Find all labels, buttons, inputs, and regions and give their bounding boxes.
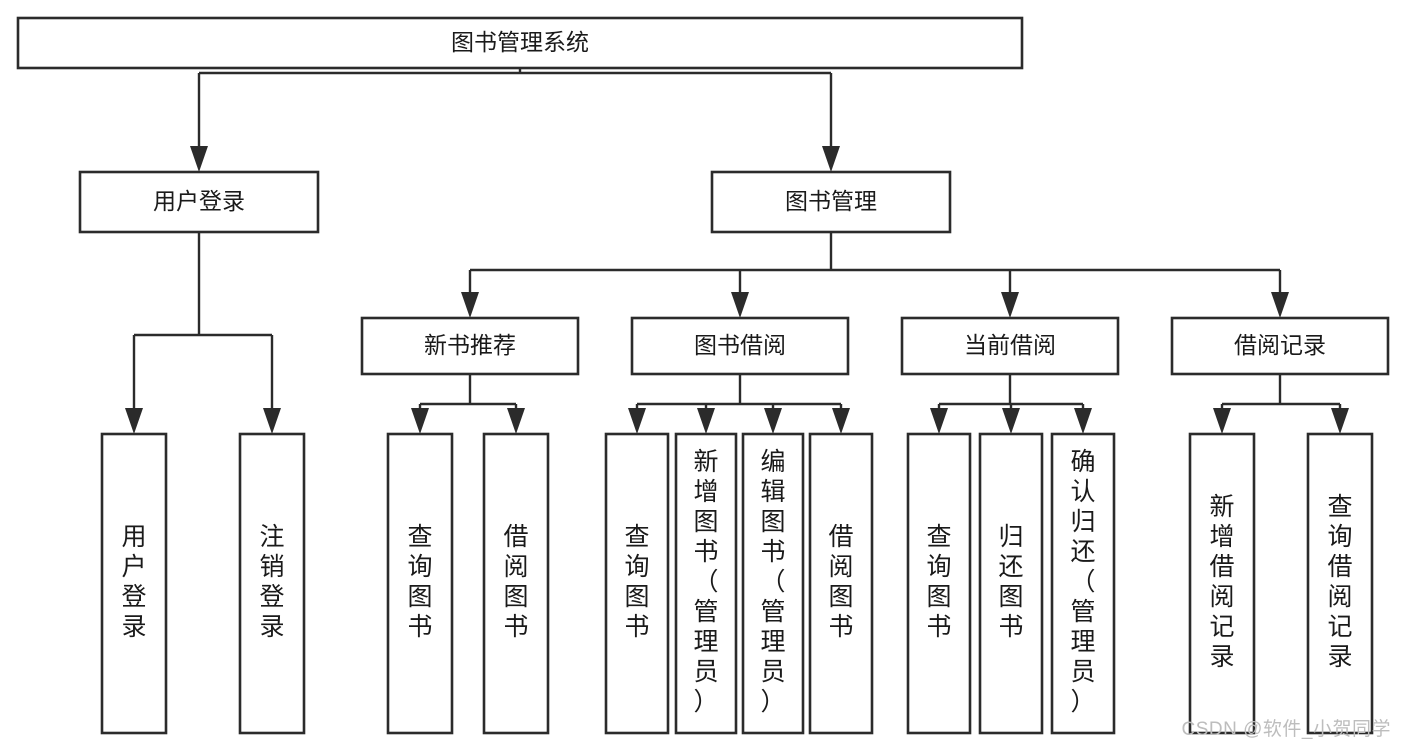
node-label-leaf-return-book: 归还图书 (998, 523, 1023, 641)
node-label-leaf-add-borrow-record: 新增借阅记录 (1209, 493, 1234, 671)
node-label-leaf-confirm-return-admin: 确认归还（管理员） (1070, 448, 1095, 716)
node-label-book-borrow: 图书借阅 (694, 332, 786, 358)
node-leaf-borrow-book[interactable]: 借阅图书 (808, 432, 874, 735)
node-leaf-query-borrow-record[interactable]: 查询借阅记录 (1306, 432, 1374, 735)
node-leaf-borrow-book-rec[interactable]: 借阅图书 (482, 432, 550, 735)
node-box-leaf-edit-book-admin[interactable] (741, 432, 805, 735)
node-leaf-query-book-rec[interactable]: 查询图书 (386, 432, 454, 735)
node-book-manage[interactable]: 图书管理 (710, 170, 952, 234)
arrow-head-current-borrow (1001, 292, 1019, 318)
arrow-head-leaf-add-book-admin (697, 408, 715, 434)
node-box-leaf-borrow-book[interactable] (808, 432, 874, 735)
arrow-head-leaf-query-book-cur (930, 408, 948, 434)
node-leaf-query-book-borrow[interactable]: 查询图书 (604, 432, 670, 735)
node-leaf-edit-book-admin[interactable]: 编辑图书（管理员） (741, 432, 805, 735)
node-box-current-borrow[interactable] (900, 316, 1120, 376)
node-box-book-manage[interactable] (710, 170, 952, 234)
node-layer: 图书管理系统用户登录图书管理新书推荐图书借阅当前借阅借阅记录用户登录注销登录查询… (16, 16, 1390, 735)
node-box-leaf-query-borrow-record[interactable] (1306, 432, 1374, 735)
node-label-current-borrow: 当前借阅 (964, 332, 1056, 358)
node-label-leaf-add-book-admin: 新增图书（管理员） (693, 448, 718, 716)
node-label-leaf-query-book-cur: 查询图书 (926, 523, 951, 641)
node-label-book-manage: 图书管理 (785, 188, 877, 214)
node-box-leaf-confirm-return-admin[interactable] (1050, 432, 1116, 735)
node-box-user-login[interactable] (78, 170, 320, 234)
node-label-leaf-query-borrow-record: 查询借阅记录 (1327, 493, 1352, 671)
node-borrow-record[interactable]: 借阅记录 (1170, 316, 1390, 376)
node-label-leaf-query-book-rec: 查询图书 (407, 523, 432, 641)
connector-layer (125, 68, 1349, 434)
node-book-borrow[interactable]: 图书借阅 (630, 316, 850, 376)
node-label-leaf-borrow-book: 借阅图书 (828, 523, 853, 641)
node-box-leaf-query-book-borrow[interactable] (604, 432, 670, 735)
node-box-leaf-add-book-admin[interactable] (674, 432, 738, 735)
node-box-leaf-query-book-rec[interactable] (386, 432, 454, 735)
arrow-head-borrow-record (1271, 292, 1289, 318)
arrow-head-leaf-confirm-return-admin (1074, 408, 1092, 434)
arrow-head-book-borrow (731, 292, 749, 318)
arrow-head-leaf-return-book (1002, 408, 1020, 434)
arrow-head-leaf-query-book-borrow (628, 408, 646, 434)
node-box-leaf-user-login[interactable] (100, 432, 168, 735)
node-box-new-book-recommend[interactable] (360, 316, 580, 376)
arrow-head-leaf-logout (263, 408, 281, 434)
arrow-head-leaf-query-book-rec (411, 408, 429, 434)
arrow-head-book-manage (822, 146, 840, 172)
node-box-leaf-logout[interactable] (238, 432, 306, 735)
node-leaf-return-book[interactable]: 归还图书 (978, 432, 1044, 735)
node-box-borrow-record[interactable] (1170, 316, 1390, 376)
node-box-book-borrow[interactable] (630, 316, 850, 376)
node-user-login[interactable]: 用户登录 (78, 170, 320, 234)
arrow-head-leaf-borrow-book-rec (507, 408, 525, 434)
node-label-leaf-query-book-borrow: 查询图书 (624, 523, 649, 641)
node-label-user-login: 用户登录 (153, 188, 245, 214)
node-box-leaf-borrow-book-rec[interactable] (482, 432, 550, 735)
arrow-head-leaf-borrow-book (832, 408, 850, 434)
arrow-head-new-book-recommend (461, 292, 479, 318)
node-label-leaf-edit-book-admin: 编辑图书（管理员） (760, 448, 785, 716)
node-label-leaf-user-login: 用户登录 (121, 523, 146, 641)
arrow-head-user-login (190, 146, 208, 172)
node-leaf-logout[interactable]: 注销登录 (238, 432, 306, 735)
node-leaf-query-book-cur[interactable]: 查询图书 (906, 432, 972, 735)
node-label-borrow-record: 借阅记录 (1234, 332, 1326, 358)
node-box-leaf-query-book-cur[interactable] (906, 432, 972, 735)
arrow-head-leaf-query-borrow-record (1331, 408, 1349, 434)
node-leaf-add-borrow-record[interactable]: 新增借阅记录 (1188, 432, 1256, 735)
arrow-head-leaf-add-borrow-record (1213, 408, 1231, 434)
node-label-new-book-recommend: 新书推荐 (424, 332, 516, 358)
node-leaf-confirm-return-admin[interactable]: 确认归还（管理员） (1050, 432, 1116, 735)
node-leaf-add-book-admin[interactable]: 新增图书（管理员） (674, 432, 738, 735)
node-label-leaf-logout: 注销登录 (259, 523, 284, 641)
node-current-borrow[interactable]: 当前借阅 (900, 316, 1120, 376)
node-box-leaf-add-borrow-record[interactable] (1188, 432, 1256, 735)
node-box-root[interactable] (16, 16, 1024, 70)
arrow-head-leaf-edit-book-admin (764, 408, 782, 434)
node-new-book-recommend[interactable]: 新书推荐 (360, 316, 580, 376)
node-label-leaf-borrow-book-rec: 借阅图书 (503, 523, 528, 641)
node-leaf-user-login[interactable]: 用户登录 (100, 432, 168, 735)
node-root[interactable]: 图书管理系统 (16, 16, 1024, 70)
node-label-root: 图书管理系统 (451, 29, 589, 55)
arrow-head-leaf-user-login (125, 408, 143, 434)
node-box-leaf-return-book[interactable] (978, 432, 1044, 735)
